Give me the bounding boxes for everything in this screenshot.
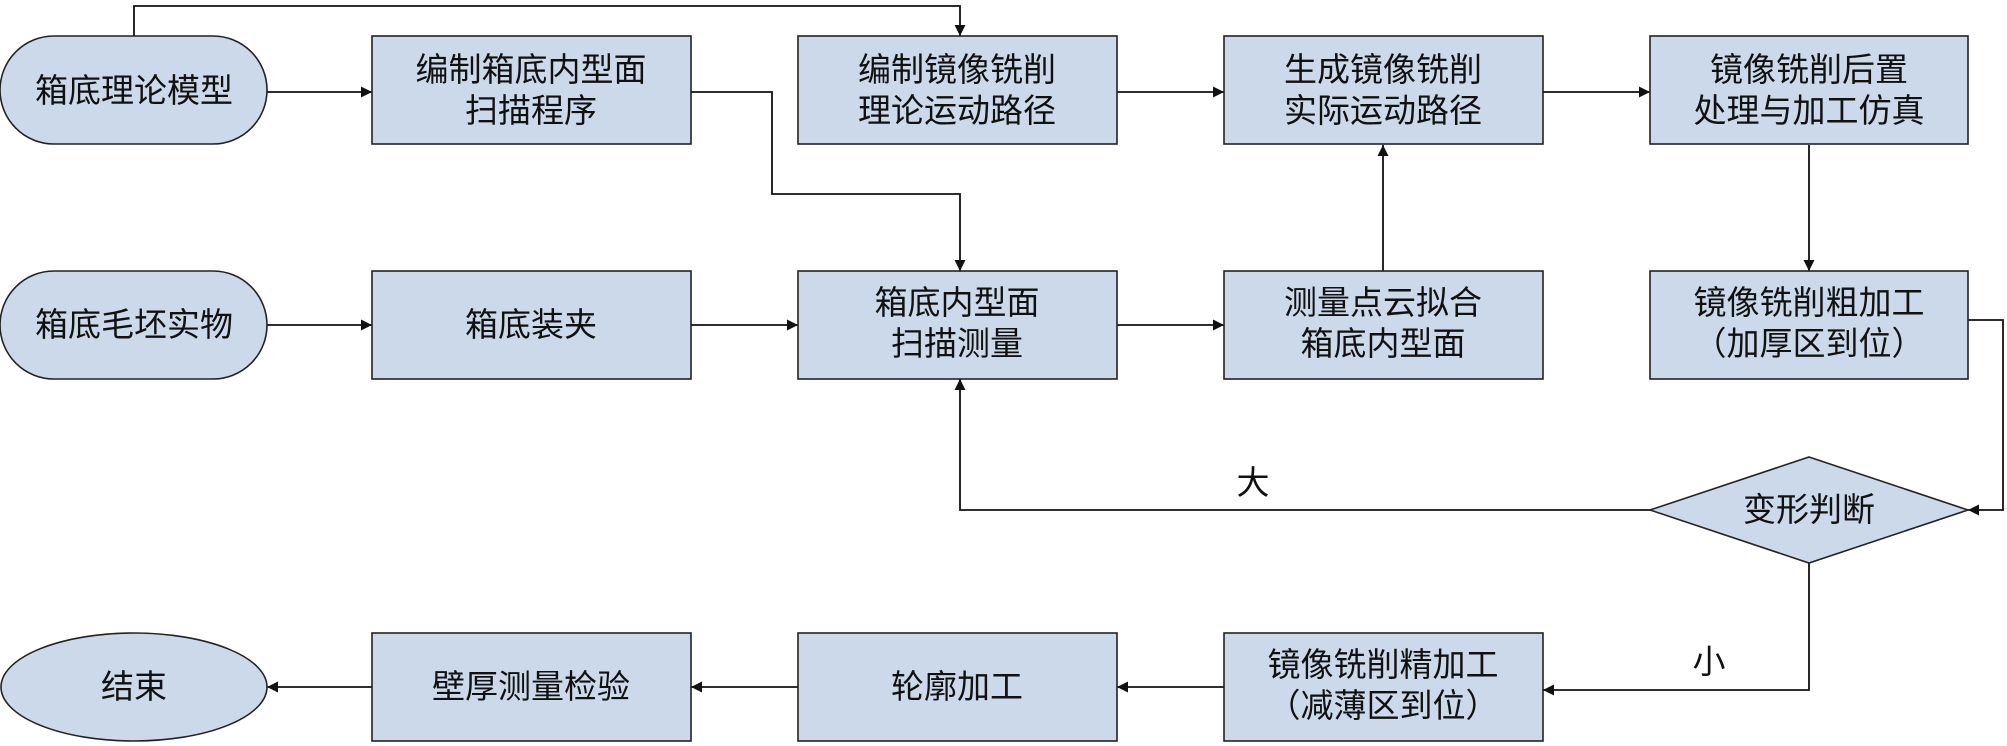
node-fit-surface-line-2: 箱底内型面 — [1301, 324, 1466, 363]
svg-text:编制箱底内型面: 编制箱底内型面 — [416, 50, 647, 89]
svg-text:镜像铣削后置: 镜像铣削后置 — [1710, 50, 1908, 89]
svg-text:结束: 结束 — [101, 667, 167, 706]
svg-text:扫描程序: 扫描程序 — [465, 91, 597, 130]
node-contour-line-1: 轮廓加工 — [891, 667, 1023, 706]
node-scan-measure-line-1: 箱底内型面 — [875, 283, 1040, 322]
node-deform-judge-line-1: 变形判断 — [1743, 490, 1875, 529]
node-rough-mill-line-2: （加厚区到位） — [1694, 324, 1925, 363]
node-end-line-1: 结束 — [101, 667, 167, 706]
node-finish-mill-line-1: 镜像铣削精加工 — [1268, 645, 1499, 684]
svg-text:编制镜像铣削: 编制镜像铣削 — [858, 50, 1056, 89]
svg-text:（减薄区到位）: （减薄区到位） — [1268, 686, 1499, 725]
svg-text:扫描测量: 扫描测量 — [891, 324, 1023, 363]
node-clamp: 箱底装夹 — [371, 270, 692, 380]
node-actual-path: 生成镜像铣削 实际运动路径 — [1223, 35, 1544, 145]
node-post-process-line-2: 处理与加工仿真 — [1694, 91, 1925, 130]
node-end: 结束 — [0, 632, 268, 742]
svg-text:壁厚测量检验: 壁厚测量检验 — [432, 667, 630, 706]
svg-text:箱底内型面: 箱底内型面 — [1301, 324, 1466, 363]
svg-text:测量点云拟合: 测量点云拟合 — [1284, 283, 1482, 322]
svg-text:箱底内型面: 箱底内型面 — [875, 283, 1040, 322]
svg-text:理论运动路径: 理论运动路径 — [858, 91, 1056, 130]
node-rough-mill: 镜像铣削粗加工 （加厚区到位） — [1649, 270, 1969, 380]
node-clamp-line-1: 箱底装夹 — [465, 305, 597, 344]
node-fit-surface: 测量点云拟合 箱底内型面 — [1223, 270, 1544, 380]
node-actual-path-line-1: 生成镜像铣削 — [1284, 50, 1482, 89]
svg-text:箱底装夹: 箱底装夹 — [465, 305, 597, 344]
node-blank-line-1: 箱底毛坯实物 — [35, 305, 233, 344]
node-scan-program: 编制箱底内型面 扫描程序 — [371, 35, 692, 145]
svg-text:变形判断: 变形判断 — [1743, 490, 1875, 529]
svg-text:轮廓加工: 轮廓加工 — [891, 667, 1023, 706]
node-deform-judge: 变形判断 — [1647, 456, 1971, 564]
node-fit-surface-line-1: 测量点云拟合 — [1284, 283, 1482, 322]
node-post-process: 镜像铣削后置 处理与加工仿真 — [1649, 35, 1969, 145]
node-theory-path-line-2: 理论运动路径 — [858, 91, 1056, 130]
node-finish-mill-line-2: （减薄区到位） — [1268, 686, 1499, 725]
svg-text:镜像铣削精加工: 镜像铣削精加工 — [1268, 645, 1499, 684]
node-actual-path-line-2: 实际运动路径 — [1284, 91, 1482, 130]
node-scan-measure-line-2: 扫描测量 — [891, 324, 1023, 363]
node-theory-path-line-1: 编制镜像铣削 — [858, 50, 1056, 89]
svg-text:（加厚区到位）: （加厚区到位） — [1694, 324, 1925, 363]
node-post-process-line-1: 镜像铣削后置 — [1710, 50, 1908, 89]
node-contour: 轮廓加工 — [797, 632, 1118, 742]
edge-label-large: 大 — [1237, 463, 1270, 502]
node-thickness-check-line-1: 壁厚测量检验 — [432, 667, 630, 706]
node-scan-measure: 箱底内型面 扫描测量 — [797, 270, 1118, 380]
edge-theory-model-to-theory-path — [133, 5, 966, 36]
node-theory-model: 箱底理论模型 — [0, 35, 268, 145]
edge-label-small: 小 — [1693, 642, 1726, 681]
svg-text:处理与加工仿真: 处理与加工仿真 — [1694, 91, 1925, 130]
node-scan-program-line-2: 扫描程序 — [465, 91, 597, 130]
svg-text:实际运动路径: 实际运动路径 — [1284, 91, 1482, 130]
svg-text:箱底毛坯实物: 箱底毛坯实物 — [35, 305, 233, 344]
node-scan-program-line-1: 编制箱底内型面 — [416, 50, 647, 89]
edge-deform-judge-large-to-scan-measure — [954, 379, 1650, 511]
svg-text:生成镜像铣削: 生成镜像铣削 — [1284, 50, 1482, 89]
node-theory-path: 编制镜像铣削 理论运动路径 — [797, 35, 1118, 145]
node-finish-mill: 镜像铣削精加工 （减薄区到位） — [1223, 632, 1544, 742]
edge-scan-program-to-scan-measure — [691, 91, 966, 271]
svg-text:镜像铣削粗加工: 镜像铣削粗加工 — [1694, 283, 1925, 322]
node-rough-mill-line-1: 镜像铣削粗加工 — [1694, 283, 1925, 322]
edge-rough-mill-to-deform-judge — [1968, 319, 2004, 516]
node-theory-model-line-1: 箱底理论模型 — [35, 71, 233, 110]
svg-text:箱底理论模型: 箱底理论模型 — [35, 71, 233, 110]
edge-deform-judge-small-to-finish-mill — [1543, 563, 1810, 696]
node-thickness-check: 壁厚测量检验 — [371, 632, 692, 742]
node-blank: 箱底毛坯实物 — [0, 270, 268, 380]
